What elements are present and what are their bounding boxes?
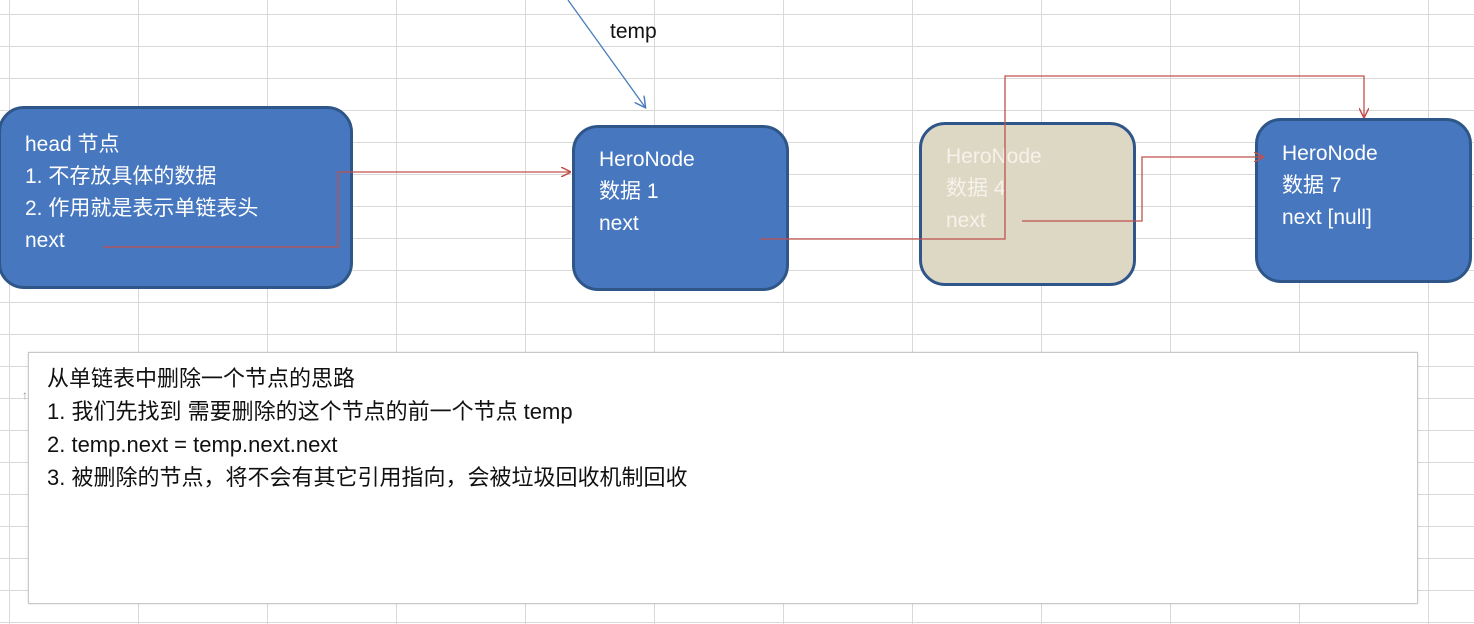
hero-node-7-title: HeroNode [1282, 142, 1378, 165]
head-node-line-2: 2. 作用就是表示单链表头 [25, 197, 259, 220]
hero-node-4-data: 数据 4 [946, 177, 1006, 200]
hero-node-4-next: next [946, 209, 986, 232]
temp-pointer-arrow [567, 0, 645, 107]
hero-node-1-data: 数据 1 [599, 180, 659, 203]
hero-node-1-next: next [599, 212, 639, 235]
head-node-line-1: 1. 不存放具体的数据 [25, 165, 217, 188]
hero-node-4-title: HeroNode [946, 145, 1042, 168]
description-text-box[interactable]: 从单链表中删除一个节点的思路 1. 我们先找到 需要删除的这个节点的前一个节点 … [28, 352, 1418, 604]
head-node-next: next [25, 229, 65, 252]
description-title: 从单链表中删除一个节点的思路 [47, 366, 356, 391]
head-to-node1-arrow [103, 172, 570, 248]
hero-node-1-title: HeroNode [599, 148, 695, 171]
description-step-3: 3. 被删除的节点，将不会有其它引用指向，会被垃圾回收机制回收 [47, 465, 688, 490]
hero-node-1: HeroNode 数据 1 next [572, 125, 789, 291]
hero-node-7-data: 数据 7 [1282, 174, 1342, 197]
head-node: head 节点 1. 不存放具体的数据 2. 作用就是表示单链表头 next [0, 106, 353, 289]
head-node-title: head 节点 [25, 133, 120, 156]
hero-node-7: HeroNode 数据 7 next [null] [1255, 118, 1472, 283]
temp-label: temp [610, 20, 657, 43]
description-step-1: 1. 我们先找到 需要删除的这个节点的前一个节点 temp [47, 399, 573, 424]
node4-to-node7-arrow [1022, 157, 1263, 222]
hero-node-4-deleted: HeroNode 数据 4 next [919, 122, 1136, 286]
hero-node-7-next: next [null] [1282, 206, 1372, 229]
text-box-handle-icon: ↑ [22, 388, 28, 402]
description-step-2: 2. temp.next = temp.next.next [47, 432, 338, 457]
node1-to-node7-arrow [760, 75, 1364, 240]
